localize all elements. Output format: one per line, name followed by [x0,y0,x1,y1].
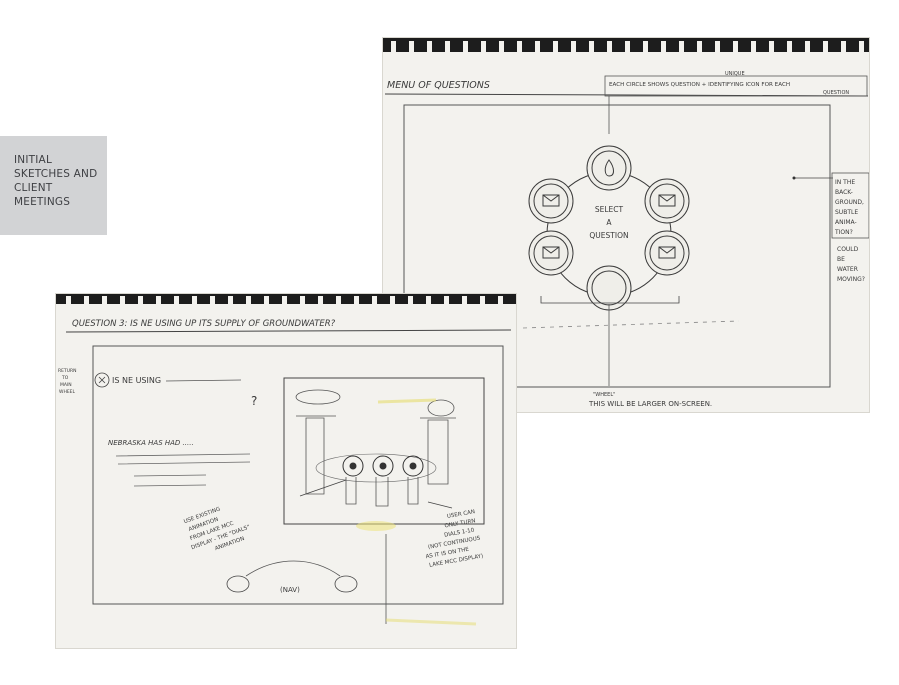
sketch-bottom-title: QUESTION 3: IS NE USING UP ITS SUPPLY OF… [72,319,336,329]
body-text: NEBRASKA HAS HAD ..... [108,439,194,447]
bottom-small-note: "WHEEL" [593,392,615,398]
dial-1 [342,455,364,477]
question-mark: ? [251,394,257,408]
user-note: USER CAN ONLY TURN DIALS 1-10 (NOT CONTI… [419,509,486,569]
section-label-text: INITIAL SKETCHES AND CLIENT MEETINGS [14,154,98,208]
return-note: RETURN TO MAIN WHEEL [58,368,78,395]
dial-2 [372,455,394,477]
bottom-note: THIS WILL BE LARGER ON-SCREEN. [588,400,712,408]
sketch-bottom-drawing: QUESTION 3: IS NE USING UP ITS SUPPLY OF… [56,294,516,626]
question-circle-1 [586,145,632,191]
nav-right-circle [334,575,358,593]
section-label-box: INITIAL SKETCHES AND CLIENT MEETINGS [0,136,107,235]
dial-3 [402,455,424,477]
note-line-2: QUESTION [823,90,849,96]
note-small: UNIQUE [725,71,745,77]
question-text: IS NE USING [112,376,161,385]
wheel-center-line-1: SELECT [595,205,624,214]
close-x-icon [94,372,110,388]
binding-holes-top [391,41,864,52]
wheel-center-line-2: A [606,218,612,227]
binding-holes-bottom [66,296,503,304]
animation-note: USE EXISTING ANIMATION FROM LAKE MCC DIS… [181,498,255,559]
note-line-1: EACH CIRCLE SHOWS QUESTION + IDENTIFYING… [609,82,790,88]
sketch-top-title: MENU OF QUESTIONS [387,80,490,91]
sketch-top-drawing: MENU OF QUESTIONS UNIQUE EACH CIRCLE SHO… [383,38,869,408]
side-note-1: IN THE BACK- GROUND, SUBTLE ANIMA- TION? [834,179,866,236]
nav-label: (NAV) [280,586,300,594]
wheel-center-line-3: QUESTION [589,231,628,240]
sketch-bottom-sheet: QUESTION 3: IS NE USING UP ITS SUPPLY OF… [56,294,516,648]
side-note-2: COULD BE WATER MOVING? [837,246,865,283]
nav-left-circle [226,575,250,593]
